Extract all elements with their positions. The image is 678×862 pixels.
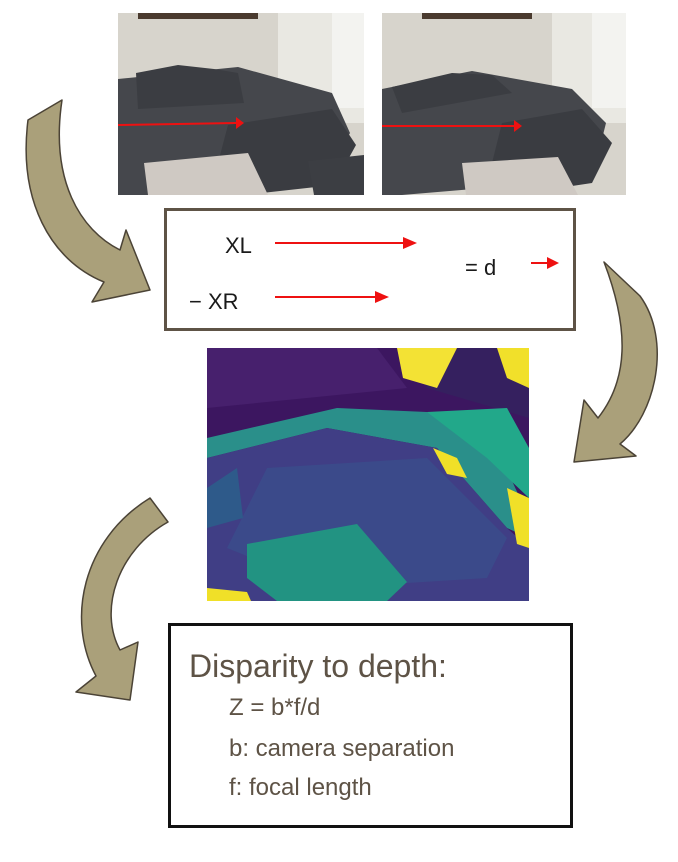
disparity-map-image (207, 348, 529, 601)
right-stereo-photo (382, 13, 626, 195)
d-red-arrow-icon (531, 255, 561, 271)
left-stereo-photo (118, 13, 364, 195)
disparity-box: XL − XR = d (164, 208, 576, 331)
depth-title: Disparity to depth: (189, 648, 447, 684)
xr-red-arrow-icon (275, 289, 391, 305)
depth-box: Disparity to depth: Z = b*f/d b: camera … (168, 623, 573, 828)
focal-length-line: f: focal length (229, 774, 372, 801)
depth-formula: Z = b*f/d (229, 694, 321, 721)
xl-label: XL (225, 233, 252, 258)
equals-d-label: = d (465, 255, 497, 280)
camera-separation-line: b: camera separation (229, 735, 455, 762)
xr-label: − XR (189, 289, 239, 314)
xl-red-arrow-icon (275, 235, 421, 251)
